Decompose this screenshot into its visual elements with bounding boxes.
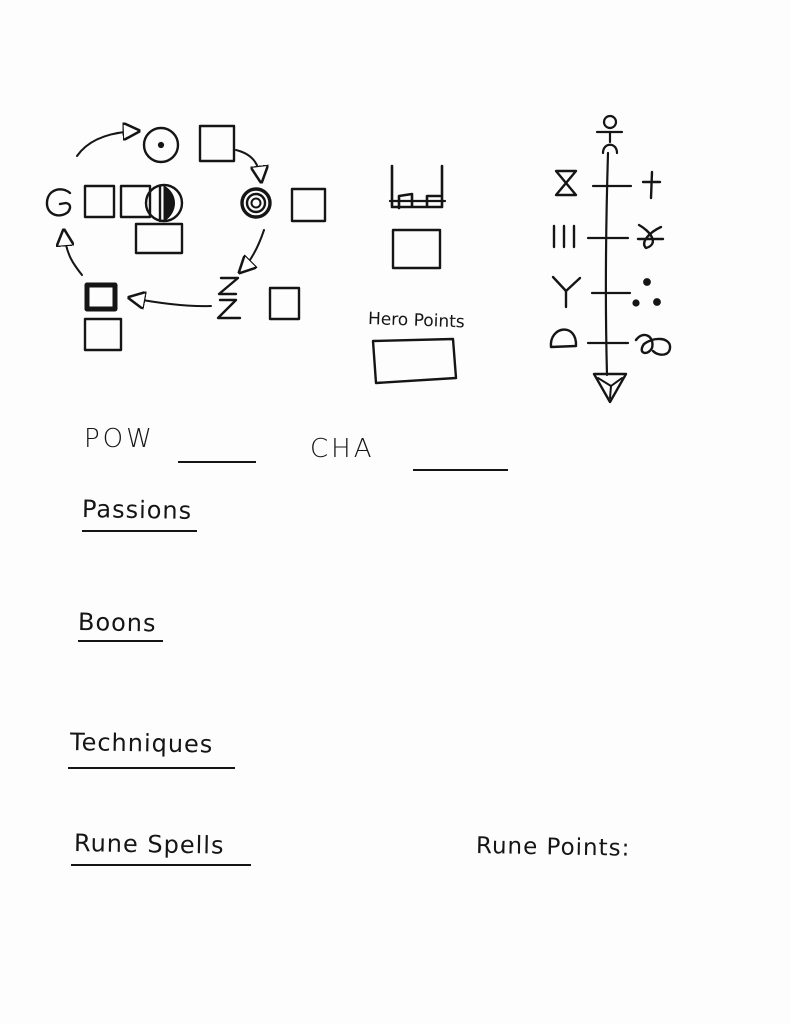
cycle-arrow-bottom (131, 298, 212, 306)
cycle-arrow-right-top (235, 149, 261, 180)
moon-full-rune-box[interactable] (290, 187, 327, 223)
boons-heading: Boons (77, 608, 157, 638)
chaos-rune-icon (592, 372, 628, 404)
cycle-arrow-top (76, 131, 137, 157)
boons-underline (78, 640, 163, 642)
darkness-rune-box-2[interactable] (119, 184, 152, 219)
hero-rune-box[interactable] (391, 228, 442, 270)
harmony-rune-icon (634, 333, 672, 356)
pow-label: POW (84, 424, 155, 454)
stasis-rune-icon (554, 169, 578, 197)
fire-sky-rune-box[interactable] (198, 124, 236, 163)
passions-underline (82, 530, 197, 532)
earth-rune-box[interactable] (83, 317, 123, 352)
beast-rune-icon (551, 275, 582, 309)
cycle-arrow-right-bottom (241, 229, 265, 271)
fire-sky-rune-icon (142, 126, 180, 164)
fertility-rune-icon (549, 328, 578, 349)
rune-spells-heading: Rune Spells (73, 829, 225, 860)
water-rune-box[interactable] (268, 286, 301, 321)
earth-rune-icon (84, 282, 118, 312)
pillar-line (604, 151, 610, 377)
darkness-rune-box[interactable] (83, 184, 116, 219)
moon-half-rune-box[interactable] (134, 222, 184, 255)
moon-half-rune-icon (144, 183, 184, 223)
disorder-rune-icon (632, 278, 661, 307)
water-rune-icon (216, 276, 242, 320)
rune-points-label: Rune Points: (475, 833, 631, 862)
pow-value-line[interactable] (178, 461, 256, 463)
death-rune-icon (636, 223, 665, 250)
movement-rune-icon (552, 224, 576, 249)
moon-full-rune-icon (240, 187, 272, 219)
hero-points-box[interactable] (371, 337, 458, 385)
cha-value-line[interactable] (413, 469, 508, 471)
cycle-arrow-left (64, 232, 83, 276)
techniques-heading: Techniques (69, 728, 214, 759)
hero-points-label: Hero Points (367, 309, 466, 333)
truth-rune-icon (641, 170, 662, 200)
man-rune-icon (595, 114, 624, 155)
cha-label: CHA (310, 434, 375, 464)
darkness-rune-icon (45, 188, 72, 217)
passions-heading: Passions (81, 495, 193, 525)
techniques-underline (68, 767, 235, 769)
rune-spells-underline (71, 864, 251, 866)
hero-rune-icon (388, 164, 447, 210)
